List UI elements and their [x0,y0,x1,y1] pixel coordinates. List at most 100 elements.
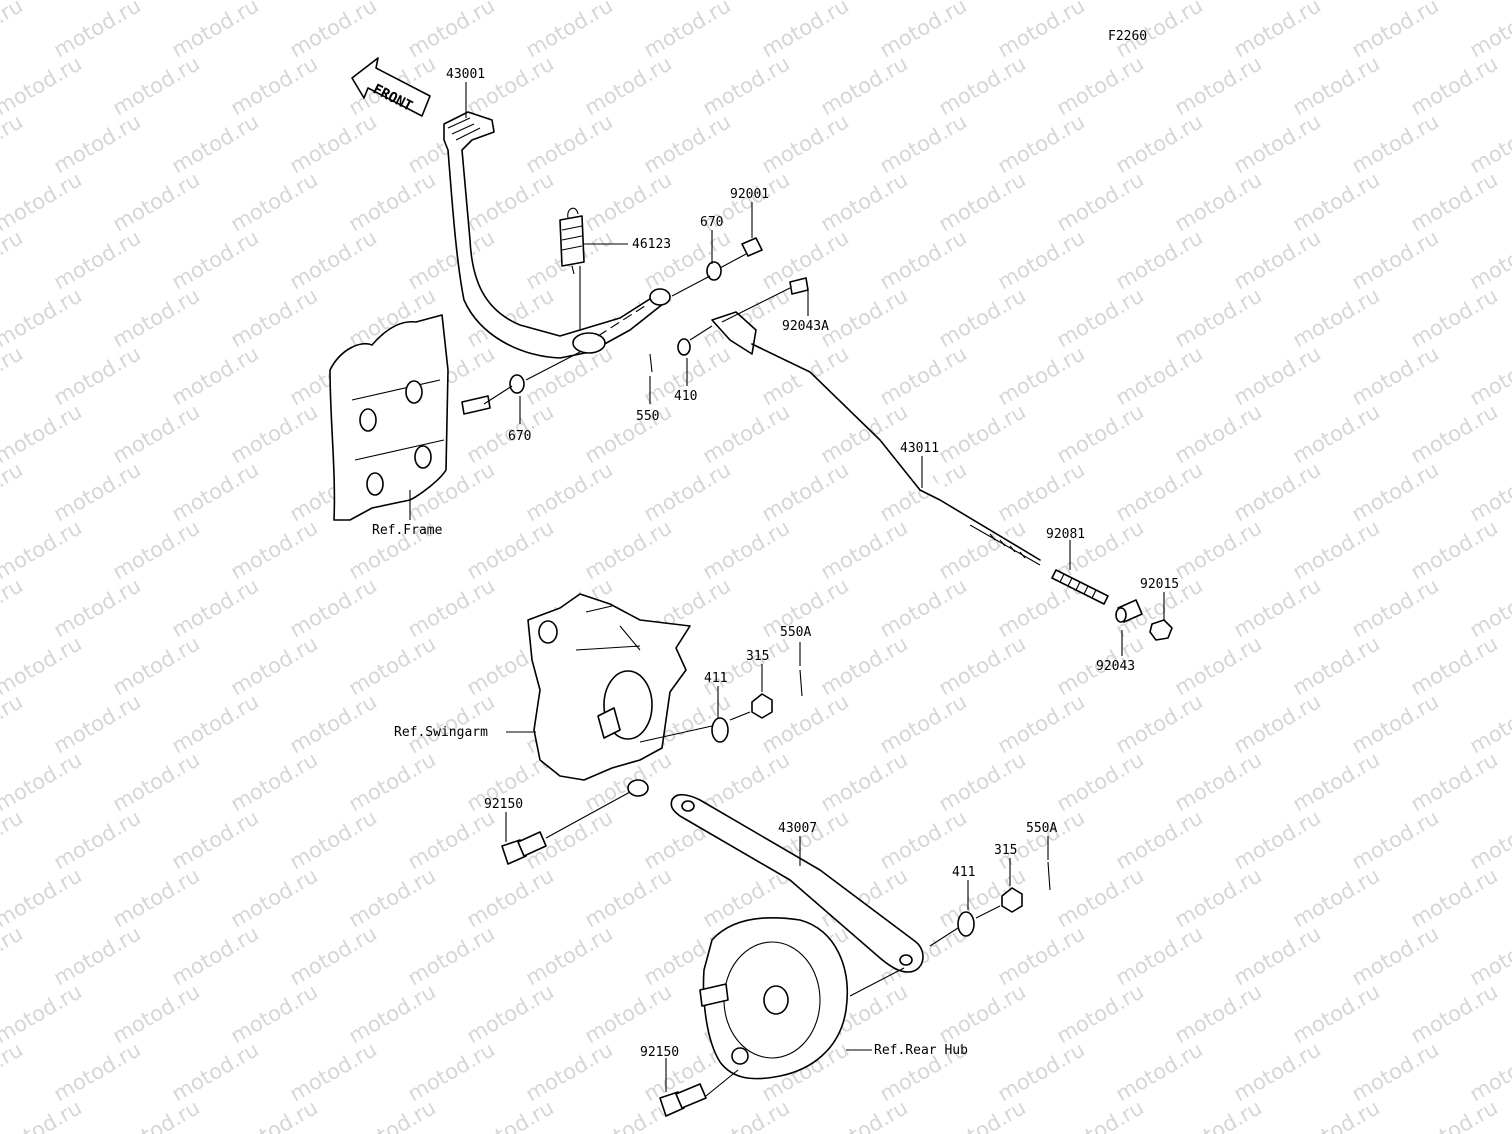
watermark-text: motod.ru [876,225,971,294]
watermark-text: motod.ru [286,573,381,642]
watermark-text: motod.ru [1230,341,1325,410]
watermark-text: motod.ru [1230,805,1325,874]
watermark-text: motod.ru [1171,631,1266,700]
watermark-text: motod.ru [1053,863,1148,932]
watermark-text: motod.ru [404,0,499,62]
label-670-bottom: 670 [508,429,531,444]
watermark-text: motod.ru [50,1037,145,1106]
watermark-text: motod.ru [286,1037,381,1106]
label-43007: 43007 [778,821,817,836]
watermark-text: motod.ru [109,979,204,1048]
nut-92015 [1149,619,1173,641]
watermark-text: motod.ru [286,225,381,294]
watermark-text: motod.ru [1112,805,1207,874]
watermark-text: motod.ru [1171,979,1266,1048]
watermark-text: motod.ru [1112,689,1207,758]
watermark-text: motod.ru [168,457,263,526]
watermark-text: motod.ru [1112,457,1207,526]
watermark-text: motod.ru [0,1037,27,1106]
watermark-text: motod.ru [168,109,263,178]
watermark-text: motod.ru [581,167,676,236]
watermark-text: motod.ru [699,631,794,700]
watermark-text: motod.ru [1407,515,1502,584]
label-43001: 43001 [446,67,485,82]
watermark-text: motod.ru [1171,747,1266,816]
watermark-text: motod.ru [1407,747,1502,816]
watermark-text: motod.ru [935,979,1030,1048]
watermark-text: motod.ru [1230,573,1325,642]
watermark-text: motod.ru [640,0,735,62]
watermark-text: motod.ru [994,109,1089,178]
watermark-text: motod.ru [935,283,1030,352]
watermark-text: motod.ru [1112,921,1207,990]
watermark-text: motod.ru [1230,921,1325,990]
watermark-text: motod.ru [1348,689,1443,758]
watermark-text: motod.ru [758,457,853,526]
watermark-text: motod.ru [404,1037,499,1106]
watermark-text: motod.ru [1407,283,1502,352]
label-315-bottom: 315 [994,843,1017,858]
watermark-text: motod.ru [1348,1037,1443,1106]
watermark-text: motod.ru [1348,109,1443,178]
watermark-text: motod.ru [227,399,322,468]
watermark-text: motod.ru [1407,1095,1502,1134]
watermark-text: motod.ru [345,863,440,932]
watermark-text: motod.ru [994,225,1089,294]
watermark-text: motod.ru [1289,979,1384,1048]
watermark-text: motod.ru [758,0,853,62]
watermark-text: motod.ru [994,457,1089,526]
watermark-text: motod.ru [227,1095,322,1134]
leader-lines [409,82,1165,1097]
watermark-text: motod.ru [1289,631,1384,700]
label-550A-top: 550A [780,625,811,640]
watermark-text: motod.ru [109,631,204,700]
watermark-text: motod.ru [227,283,322,352]
watermark-text: motod.ru [1171,167,1266,236]
watermark-text: motod.ru [345,631,440,700]
watermark-text: motod.ru [109,51,204,120]
watermark-text: motod.ru [463,167,558,236]
label-411-top: 411 [704,671,727,686]
watermark-text: motod.ru [1348,341,1443,410]
watermark-text: motod.ru [1171,399,1266,468]
watermark-text: motod.ru [994,921,1089,990]
bolt-92150-upper [501,831,547,865]
watermark-text: motod.ru [227,631,322,700]
label-315-top: 315 [746,649,769,664]
watermark-text: motod.ru [1407,631,1502,700]
joint-92043 [1115,599,1143,623]
watermark-text: motod.ru [168,0,263,62]
watermark-text: motod.ru [463,515,558,584]
watermark-text: motod.ru [109,1095,204,1134]
watermark-text: motod.ru [699,1095,794,1134]
label-43011: 43011 [900,441,939,456]
watermark-text: motod.ru [1112,225,1207,294]
watermark-text: motod.ru [50,341,145,410]
watermark-text: motod.ru [1348,573,1443,642]
watermark-text: motod.ru [227,515,322,584]
watermark-text: motod.ru [1112,109,1207,178]
watermark-text: motod.ru [168,573,263,642]
watermark-text: motod.ru [935,399,1030,468]
watermark-text: motod.ru [168,805,263,874]
brake-pedal-43001 [443,111,671,359]
watermark-text: motod.ru [0,0,27,62]
watermark-text: motod.ru [876,109,971,178]
frame-reference [329,314,491,521]
watermark-text: motod.ru [640,225,735,294]
watermark-text: motod.ru [227,167,322,236]
watermark-text: motod.ru [109,399,204,468]
watermark-text: motod.ru [876,805,971,874]
watermark-text: motod.ru [1289,283,1384,352]
watermark-text: motod.ru [109,283,204,352]
watermark-text: motod.ru [50,689,145,758]
watermark-text: motod.ru [1289,51,1384,120]
watermark-text: motod.ru [404,689,499,758]
watermark-text: motod.ru [699,51,794,120]
watermark-text: motod.ru [1053,979,1148,1048]
watermark-text: motod.ru [581,863,676,932]
label-92150-top: 92150 [484,797,523,812]
watermark-text: motod.ru [581,515,676,584]
watermark-text: motod.ru [109,747,204,816]
watermark-text: motod.ru [640,457,735,526]
